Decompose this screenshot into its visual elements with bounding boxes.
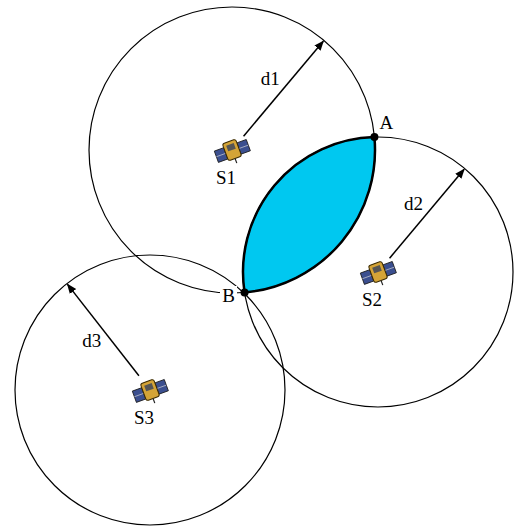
satellite-detail — [226, 143, 236, 151]
satellite-icon — [359, 258, 399, 291]
distance-label: d3 — [80, 331, 103, 352]
satellite-label: S1 — [214, 168, 238, 189]
satellite-icon — [131, 376, 171, 409]
satellite-detail — [144, 383, 154, 391]
panel-line — [239, 145, 248, 148]
antenna — [235, 158, 237, 163]
panel-line — [157, 385, 166, 388]
panel-line — [216, 153, 225, 156]
point-label: B — [220, 286, 237, 307]
range-circle — [89, 7, 375, 293]
satellite-body — [222, 139, 241, 161]
panel-line — [134, 393, 143, 396]
panel-line — [385, 267, 394, 270]
satellite-label: S2 — [360, 290, 384, 311]
satellite-body — [140, 379, 159, 401]
distance-label: d1 — [259, 69, 282, 90]
satellite-label: S3 — [132, 408, 156, 429]
radius-arrow — [244, 41, 324, 136]
point-label: A — [378, 113, 396, 134]
radius-arrow — [390, 169, 465, 258]
radius-arrow — [68, 284, 139, 375]
range-circle — [15, 255, 285, 525]
intersection-point — [241, 288, 249, 296]
antenna — [153, 398, 155, 403]
satellite-detail — [372, 265, 382, 273]
distance-label: d2 — [402, 194, 425, 215]
intersection-region — [243, 137, 375, 292]
intersection-point — [370, 133, 378, 141]
satellite-icon — [213, 136, 253, 169]
satellite-body — [368, 261, 387, 283]
antenna — [381, 280, 383, 285]
panel-line — [362, 275, 371, 278]
